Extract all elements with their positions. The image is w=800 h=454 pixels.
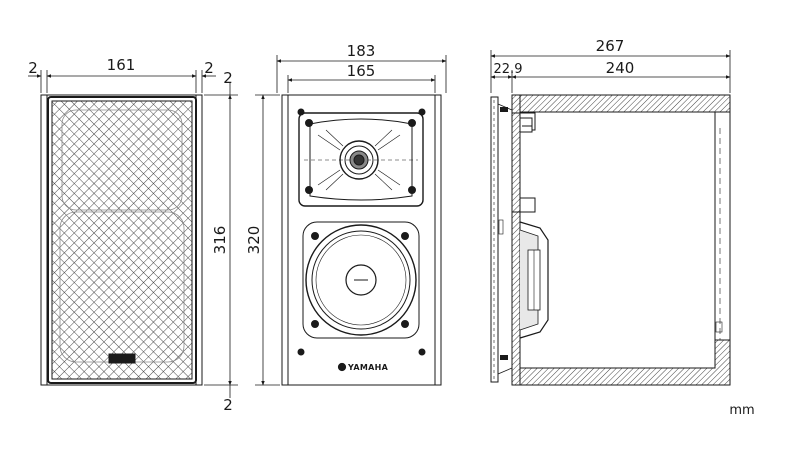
top-margin-label: 2 (223, 69, 233, 87)
brand-logo-text: YAMAHA (347, 363, 389, 372)
grille-pin-icon (418, 348, 426, 356)
baffle-height-label: 320 (245, 226, 263, 255)
grille-width-label: 161 (107, 56, 136, 74)
right-margin-label: 2 (204, 59, 214, 77)
woofer (302, 221, 420, 339)
screw-icon (311, 320, 319, 328)
screw-icon (408, 186, 416, 194)
side-section-view (490, 94, 731, 386)
tweeter (298, 112, 424, 207)
baffle-outline (281, 94, 442, 386)
yamaha-logo-icon (337, 362, 347, 372)
cabinet-outline (40, 94, 203, 386)
grille-pin-icon (297, 348, 305, 356)
left-margin-label: 2 (28, 59, 38, 77)
screw-icon (305, 186, 313, 194)
front-grille-dimensions (28, 70, 238, 398)
screw-icon (401, 232, 409, 240)
side-section-dimensions (490, 50, 731, 93)
grille-height-label: 316 (211, 226, 229, 255)
screw-icon (401, 320, 409, 328)
baffle-width-label: 165 (347, 62, 376, 80)
grille-depth-label: 22.9 (494, 62, 523, 77)
grille-pin-icon (418, 108, 426, 116)
grille-frame (47, 96, 197, 384)
bottom-wall-section (512, 339, 731, 386)
front-baffle-dimensions (255, 55, 447, 386)
grille-badge (108, 353, 136, 364)
front-grille-view (40, 94, 203, 386)
top-wall-section (512, 94, 731, 129)
grille-mesh (51, 100, 193, 380)
grille-profile (490, 96, 499, 383)
screw-icon (408, 119, 416, 127)
outer-width-label: 183 (347, 42, 376, 60)
screw-icon (311, 232, 319, 240)
bottom-margin-label: 2 (223, 396, 233, 414)
front-baffle-view (281, 94, 442, 386)
total-depth-label: 267 (596, 37, 625, 55)
woofer-profile (519, 221, 549, 339)
cabinet-depth-label: 240 (606, 59, 635, 77)
grille-pin-icon (297, 108, 305, 116)
screw-icon (305, 119, 313, 127)
units-label: mm (729, 403, 754, 418)
